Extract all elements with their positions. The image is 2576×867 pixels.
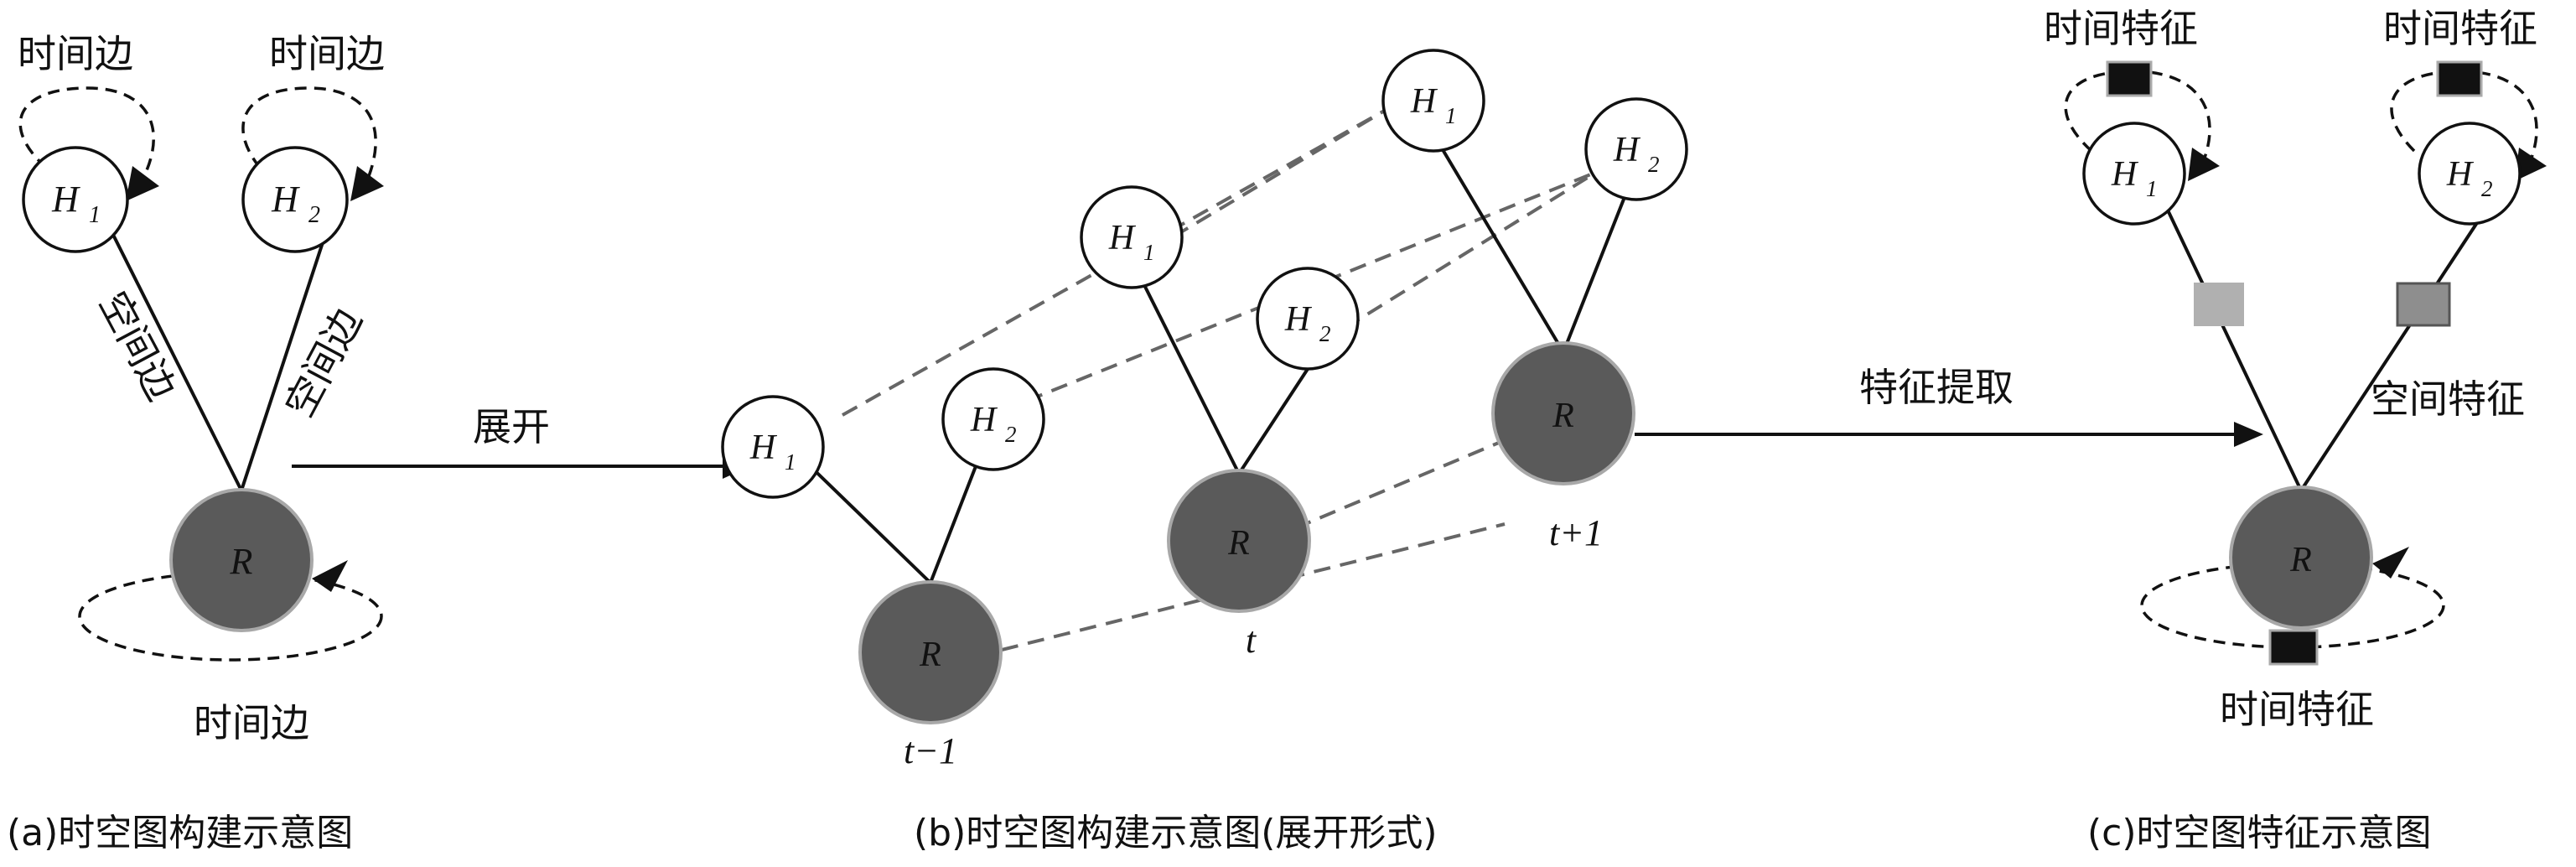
root-node-r: R	[169, 488, 314, 632]
spatial-feature-label: 空间特征	[2371, 376, 2525, 422]
dashed-self-loop-arrow-icon	[2064, 60, 2220, 181]
svg-text:H: H	[2111, 155, 2139, 194]
hidden-node-h2: H 2	[241, 146, 349, 253]
svg-text:1: 1	[785, 449, 796, 475]
hidden-node-h1-tprev: H 1	[721, 395, 825, 499]
svg-text:H: H	[51, 179, 80, 220]
time-label-tnext: t+1	[1549, 512, 1603, 553]
spatial-edge-h1-r	[111, 234, 243, 491]
panel-c: H 1 H 2 R 时间特征 时间特征 空间特征 时间特征 (c)时空图特征示意…	[2044, 6, 2547, 854]
svg-text:H: H	[970, 401, 998, 439]
hidden-node-h1-t: H 1	[1080, 185, 1184, 289]
svg-text:R: R	[230, 541, 253, 582]
temporal-edge-label-h2: 时间边	[269, 31, 385, 76]
svg-text:2: 2	[1005, 422, 1017, 447]
unfold-label: 展开	[473, 404, 550, 449]
svg-text:1: 1	[1445, 103, 1457, 128]
hidden-node-h2-tnext: H 2	[1584, 97, 1688, 201]
temporal-edge-label-r: 时间边	[194, 700, 309, 745]
svg-text:2: 2	[1319, 321, 1331, 346]
feature-square-icon	[2436, 60, 2483, 97]
feature-extraction-arrow: 特征提取	[1635, 365, 2263, 447]
dashed-self-loop-arrow-icon	[18, 86, 159, 201]
dashed-self-loop-arrow-icon	[2390, 60, 2547, 181]
time-label-tprev: t−1	[904, 730, 957, 771]
svg-text:H: H	[1108, 219, 1137, 257]
hidden-node-h2-t: H 2	[1256, 267, 1360, 371]
feature-extraction-label: 特征提取	[1859, 365, 2014, 410]
svg-text:1: 1	[89, 202, 101, 228]
svg-text:H: H	[1410, 82, 1438, 121]
panel-a: H 1 H 2 时间边 时间边 空间边 空间边 R 时间边 (a)时空图构建示意…	[7, 31, 385, 854]
root-node-r-t: R	[1167, 469, 1311, 613]
svg-text:R: R	[919, 636, 941, 674]
root-node-r-tnext: R	[1491, 341, 1635, 485]
root-node-r-tprev: R	[858, 580, 1003, 724]
caption-b: (b)时空图构建示意图(展开形式)	[914, 812, 1438, 854]
panel-b: H 1 H 2 R H 1 H 2 R H	[721, 49, 1688, 854]
temporal-feature-label-r: 时间特征	[2220, 687, 2374, 732]
svg-text:H: H	[271, 179, 300, 220]
svg-text:1: 1	[2146, 176, 2158, 201]
hidden-node-h1: H 1	[22, 146, 129, 253]
feature-square-icon	[2396, 282, 2451, 327]
hidden-node-h2-feature: H 2	[2418, 122, 2522, 226]
spatial-edge-h2-r	[240, 234, 327, 491]
time-label-t: t	[1246, 620, 1257, 661]
hidden-node-h1-feature: H 1	[2082, 122, 2186, 226]
caption-c: (c)时空图特征示意图	[2087, 812, 2432, 854]
feature-square-icon	[2106, 60, 2153, 97]
svg-text:2: 2	[308, 202, 320, 228]
feature-square-icon	[2194, 283, 2244, 326]
svg-text:2: 2	[1648, 152, 1660, 177]
svg-text:H: H	[2446, 155, 2475, 194]
temporal-feature-label-h2: 时间特征	[2383, 6, 2537, 51]
svg-text:2: 2	[2481, 176, 2493, 201]
spatial-edge-label-right: 空间边	[277, 301, 371, 424]
svg-text:R: R	[1552, 397, 1574, 435]
svg-text:1: 1	[1143, 240, 1155, 265]
temporal-feature-label-h1: 时间特征	[2044, 6, 2198, 51]
hidden-node-h1-tnext: H 1	[1381, 49, 1485, 153]
svg-text:R: R	[1227, 524, 1250, 563]
dashed-self-loop-arrow-icon	[241, 86, 384, 201]
svg-text:H: H	[1613, 131, 1641, 169]
temporal-edge-label-h1: 时间边	[18, 31, 133, 76]
svg-text:H: H	[749, 428, 778, 467]
unfold-arrow: 展开	[292, 404, 750, 479]
feature-square-icon	[2268, 629, 2319, 666]
root-node-r-feature: R	[2229, 485, 2373, 630]
hidden-node-h2-tprev: H 2	[941, 367, 1045, 471]
caption-a: (a)时空图构建示意图	[7, 812, 353, 854]
svg-text:H: H	[1284, 300, 1313, 339]
svg-text:R: R	[2289, 541, 2312, 579]
